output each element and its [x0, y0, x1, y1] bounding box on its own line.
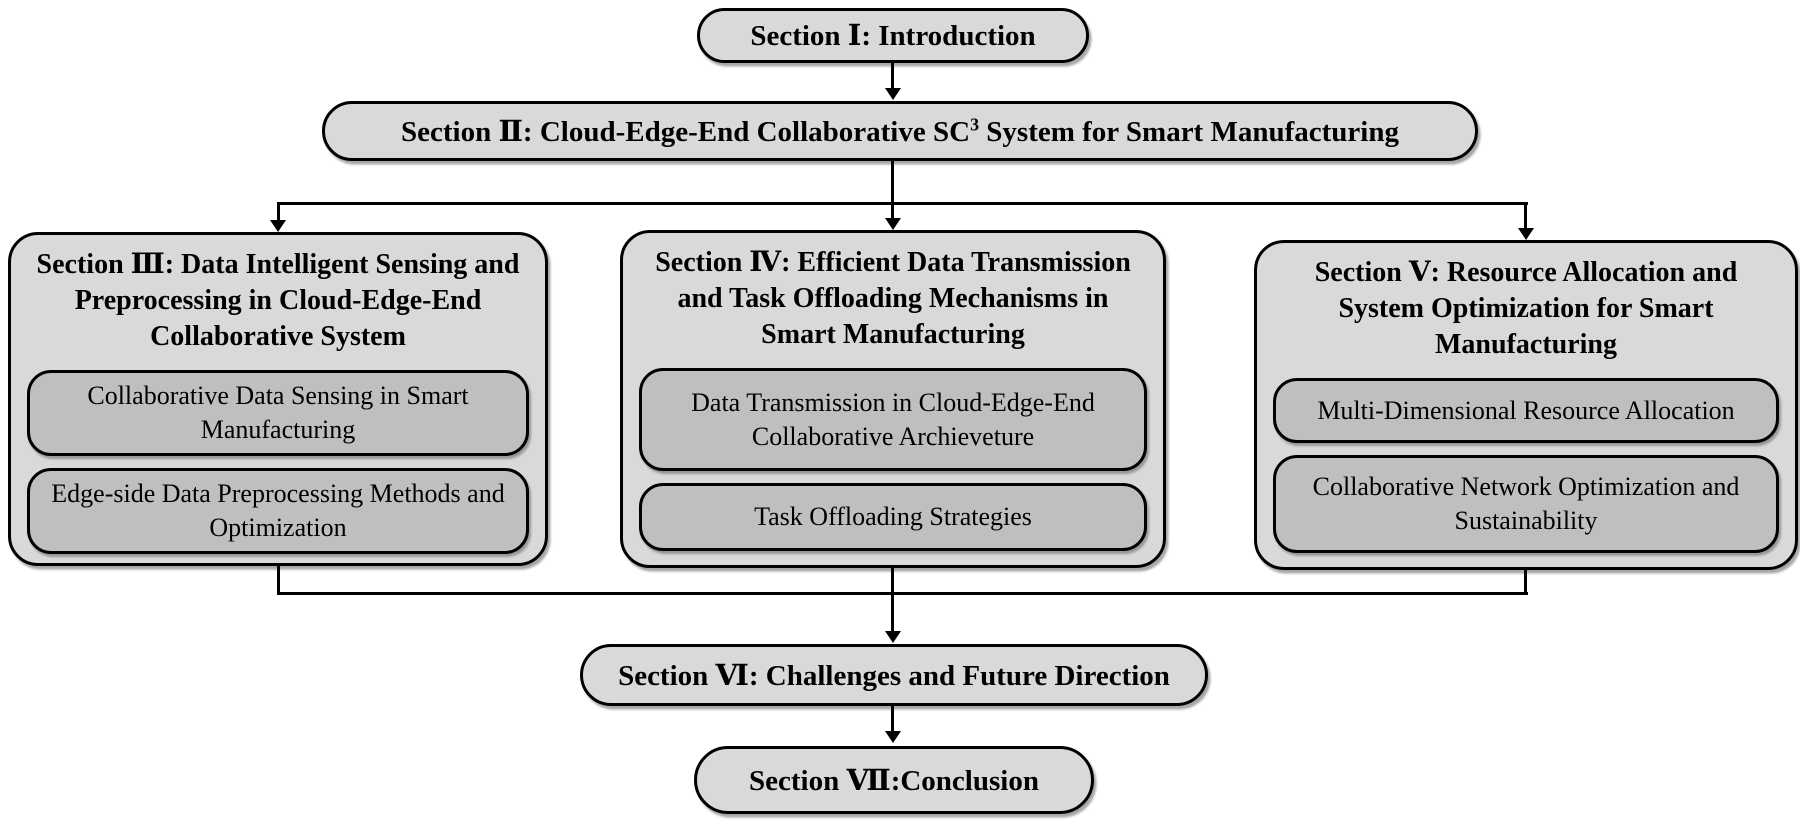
- arrow-down-icon: [885, 88, 901, 100]
- node-section-2-label-suffix: System for Smart Manufacturing: [979, 115, 1399, 148]
- node-section-3: Section Ⅲ: Data Intelligent Sensing and …: [8, 232, 548, 566]
- node-section-3-sub-2: Edge-side Data Preprocessing Methods and…: [27, 468, 529, 554]
- connector-branch-middle-drop: [891, 202, 894, 219]
- connector-merge-stem: [891, 592, 894, 632]
- node-section-2-label-prefix: Section Ⅱ: Cloud-Edge-End Collaborative …: [401, 115, 971, 148]
- connector-merge-middle-rise: [891, 568, 894, 593]
- node-section-1-label: Section Ⅰ: Introduction: [750, 20, 1036, 52]
- node-section-1: Section Ⅰ: Introduction: [697, 8, 1089, 63]
- connector-merge-bottom-line: [277, 592, 1528, 595]
- arrow-down-icon: [885, 631, 901, 643]
- node-section-6-label: Section Ⅵ: Challenges and Future Directi…: [618, 659, 1170, 692]
- connector-branch-left-drop: [277, 202, 280, 221]
- node-section-5: Section Ⅴ: Resource Allocation and Syste…: [1254, 240, 1798, 570]
- node-section-4-sub-2: Task Offloading Strategies: [639, 482, 1147, 551]
- node-section-4: Section Ⅳ: Efficient Data Transmission a…: [620, 230, 1166, 568]
- connector-branch-top-line: [277, 202, 1528, 205]
- connector-merge-left-rise: [277, 566, 280, 593]
- node-section-5-sub-2: Collaborative Network Optimization and S…: [1273, 454, 1779, 553]
- connector-branch-right-drop: [1524, 202, 1527, 229]
- arrow-down-icon: [885, 731, 901, 743]
- node-section-3-title: Section Ⅲ: Data Intelligent Sensing and …: [36, 249, 520, 352]
- arrow-down-icon: [885, 218, 901, 230]
- node-section-7: Section Ⅶ:Conclusion: [694, 746, 1094, 814]
- node-section-6: Section Ⅵ: Challenges and Future Directi…: [580, 644, 1208, 706]
- connector-s2-branch-stem: [891, 161, 894, 203]
- connector-merge-right-rise: [1524, 570, 1527, 593]
- node-section-2-label: Section Ⅱ: Cloud-Edge-End Collaborative …: [401, 114, 1399, 149]
- node-section-2: Section Ⅱ: Cloud-Edge-End Collaborative …: [322, 101, 1478, 161]
- node-section-4-title: Section Ⅳ: Efficient Data Transmission a…: [655, 247, 1131, 350]
- node-section-2-superscript: 3: [970, 113, 980, 134]
- node-section-5-sub-1: Multi-Dimensional Resource Allocation: [1273, 378, 1779, 443]
- node-section-3-sub-1: Collaborative Data Sensing in Smart Manu…: [27, 370, 529, 457]
- arrow-down-icon: [1518, 228, 1534, 240]
- arrow-down-icon: [270, 220, 286, 232]
- connector-s1-s2-line: [891, 63, 894, 89]
- connector-s6-s7-line: [891, 706, 894, 732]
- node-section-4-sub-1: Data Transmission in Cloud-Edge-End Coll…: [639, 368, 1147, 471]
- node-section-7-label: Section Ⅶ:Conclusion: [749, 764, 1039, 797]
- node-section-5-title: Section Ⅴ: Resource Allocation and Syste…: [1314, 257, 1738, 360]
